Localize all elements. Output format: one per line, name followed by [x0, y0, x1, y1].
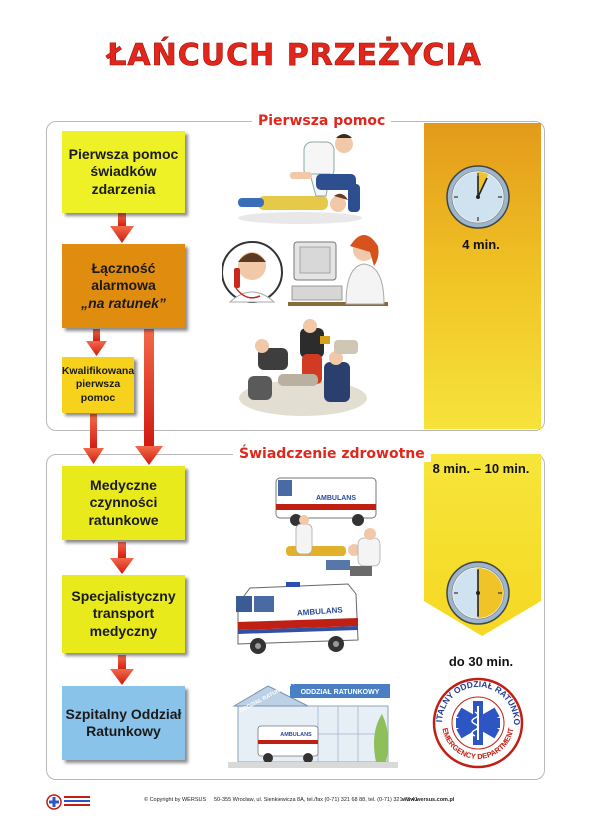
dispatch-illustration: [222, 235, 388, 306]
ambulance-medics-illustration: AMBULANS: [275, 477, 381, 576]
section-label-first-aid: Pierwsza pomoc: [252, 113, 392, 129]
time-30min: do 30 min.: [448, 654, 514, 669]
arrow-2-3: [86, 329, 107, 356]
time-4min: 4 min.: [462, 237, 500, 252]
clock-4min-icon: [446, 165, 510, 229]
transport-ambulance-illustration: AMBULANS: [236, 582, 359, 654]
cpr-illustration: [238, 134, 362, 224]
time-8-10min: 8 min. – 10 min.: [432, 461, 530, 476]
arrow-4-5: [110, 542, 134, 574]
ambulance-label: AMBULANS: [316, 495, 356, 502]
footer: © Copyright by WERSUS 50-355 Wrocław, ul…: [0, 793, 589, 813]
footer-website[interactable]: www.wersus.com.pl: [402, 797, 455, 803]
emergency-department-seal-icon: SZPITALNY ODDZIAŁ RATUNKOWY EMERGENCY DE…: [431, 676, 524, 769]
ambulance-label-3: AMBULANS: [280, 732, 312, 738]
footer-copyright: © Copyright by WERSUS: [144, 797, 207, 803]
section-label-health-care: Świadczenie zdrowotne: [233, 446, 431, 462]
clock2-elapsed: [478, 568, 503, 618]
publisher-logo-icon: [46, 794, 90, 810]
hospital-illustration: ODDZIAŁ RATUNKOWY ODDZIAŁ RATUNKOWY AMBU…: [228, 680, 398, 768]
page-title: ŁAŃCUCH PRZEŻYCIA: [107, 38, 482, 74]
ambulance-label-2: AMBULANS: [297, 605, 344, 617]
clock-30min-icon: [446, 561, 510, 625]
hospital-sign: ODDZIAŁ RATUNKOWY: [301, 689, 380, 696]
footer-address: 50-355 Wrocław, ul. Sienkiewicza 8A, tel…: [214, 797, 418, 803]
arrow-1-2: [110, 213, 134, 243]
arrow-2-4: [135, 329, 163, 465]
rescue-scene-illustration: [239, 319, 367, 416]
arrow-5-6: [110, 655, 134, 685]
arrow-3-4: [83, 414, 104, 464]
chain-arrows: [83, 213, 163, 685]
